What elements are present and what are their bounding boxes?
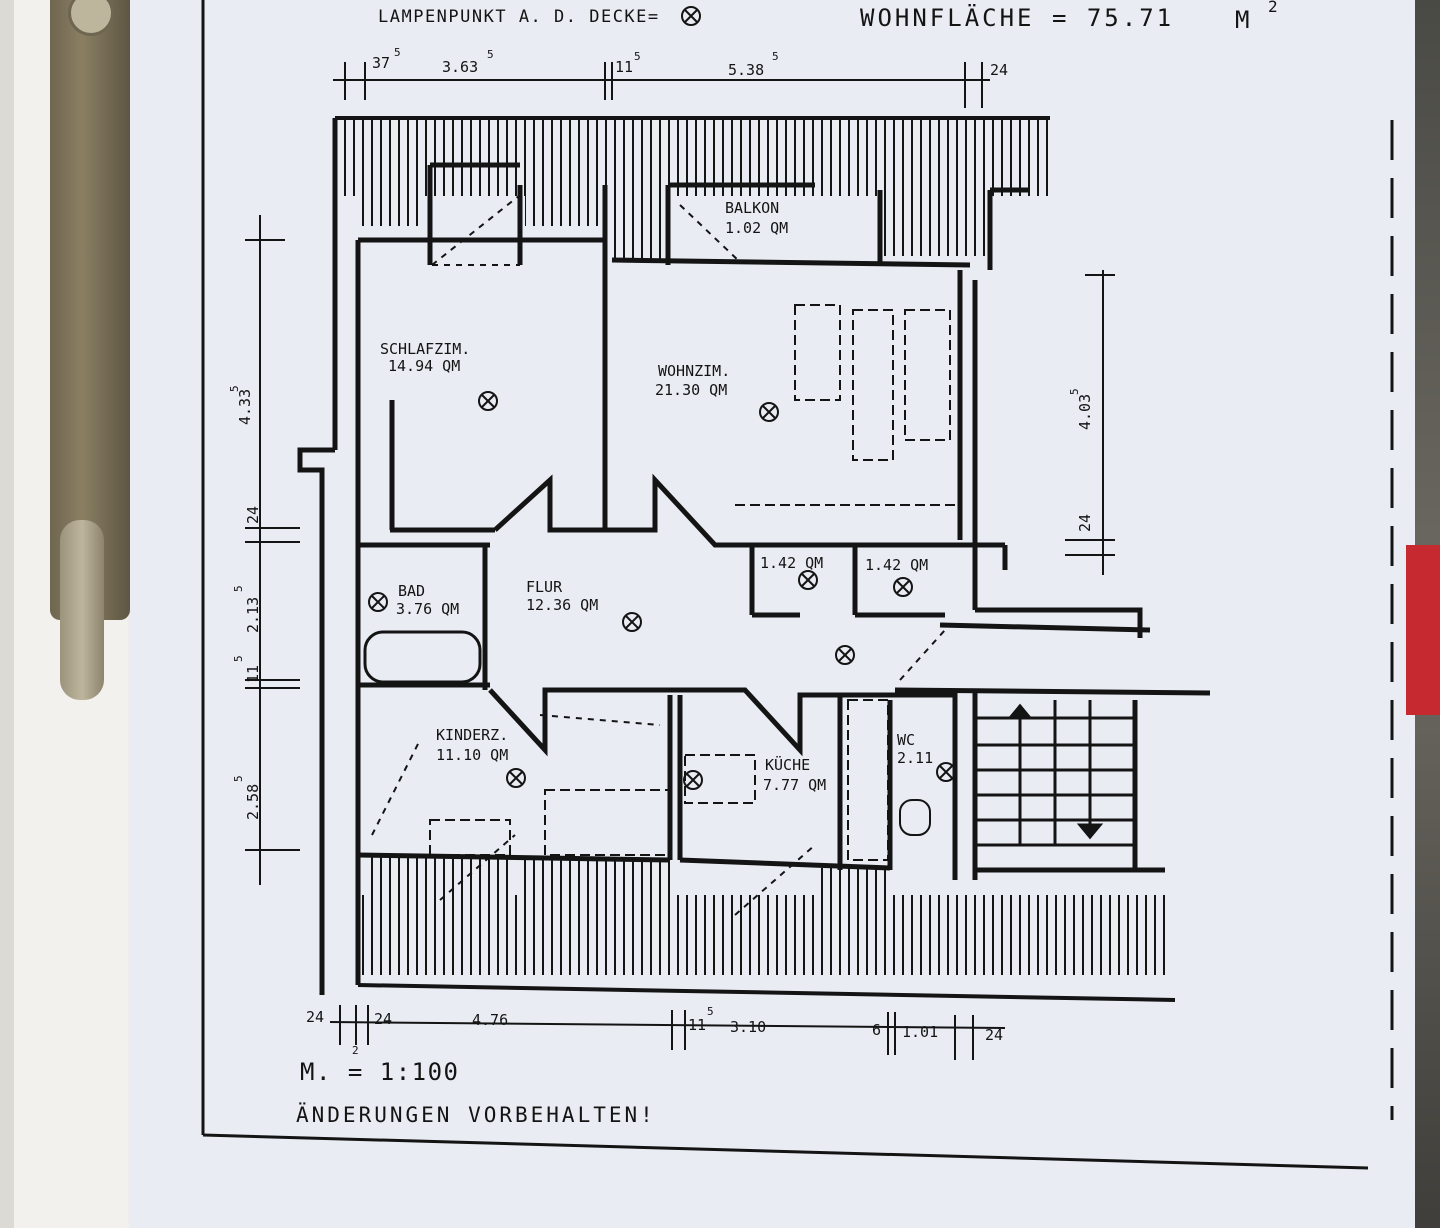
living-area-total: WOHNFLÄCHE = 75.71	[860, 3, 1174, 32]
room-area-wc: 2.11	[897, 749, 933, 767]
dim-text: 4.03	[1076, 394, 1094, 430]
room-area-bad: 3.76 QM	[396, 600, 459, 618]
red-index-tab	[1406, 545, 1440, 715]
dim-text: 5.38	[728, 61, 764, 79]
room-name-flur: FLUR	[526, 578, 563, 596]
dim-text: 2.58	[244, 784, 262, 820]
dim-text: 24	[306, 1008, 324, 1026]
room-labels: SCHLAFZIM. 14.94 QM WOHNZIM. 21.30 QM BA…	[380, 199, 933, 794]
room-name-bad: BAD	[398, 582, 425, 600]
dim-text: 37	[372, 54, 390, 72]
bottom-exterior-band	[357, 855, 1176, 1002]
room-area-balkon: 1.02 QM	[725, 219, 788, 237]
dim-text: 1.01	[902, 1023, 938, 1041]
dim-text: 5	[232, 655, 245, 662]
folder-edge	[0, 0, 14, 1228]
dim-text: 4.76	[472, 1011, 508, 1029]
lamp-icon	[368, 592, 388, 612]
lamp-icon	[798, 570, 818, 590]
right-dimensions: 4.03 5 24	[1068, 388, 1094, 532]
room-area-kinderzimmer: 11.10 QM	[436, 746, 508, 764]
dim-text: 24	[985, 1026, 1003, 1044]
dim-text: 5	[232, 585, 245, 592]
room-name-schlafzimmer: SCHLAFZIM.	[380, 340, 470, 358]
door-swings	[371, 194, 946, 916]
room-area-kueche: 7.77 QM	[763, 776, 826, 794]
dim-text: 11	[615, 58, 633, 76]
dim-text: 4.33	[236, 389, 254, 425]
area-unit: M	[1235, 6, 1249, 34]
room-area-storage-1: 1.42 QM	[760, 554, 823, 572]
dim-text: 3.10	[730, 1018, 766, 1036]
lamp-icon	[936, 762, 956, 782]
staircase	[975, 700, 1135, 847]
dim-text: 5	[634, 50, 641, 63]
sheet-frame	[201, 0, 1394, 1170]
bottom-dimensions: 24 24 4.76 11 5 3.10 6 1.01 24 2	[306, 1005, 1003, 1057]
disclaimer-text: ÄNDERUNGEN VORBEHALTEN!	[296, 1102, 656, 1127]
room-name-kueche: KÜCHE	[765, 755, 810, 774]
binder-ring	[68, 0, 114, 36]
lamp-icon	[506, 768, 526, 788]
binder-rail	[50, 0, 130, 620]
dim-text: 5	[232, 775, 245, 782]
area-unit-exponent: 2	[1268, 0, 1278, 16]
dim-text: 24	[990, 61, 1008, 79]
lamp-icon	[759, 402, 779, 422]
room-area-flur: 12.36 QM	[526, 596, 598, 614]
dim-text: 5	[228, 385, 241, 392]
dim-text: 24	[1076, 514, 1094, 532]
room-name-kinderzimmer: KINDERZ.	[436, 726, 508, 744]
room-name-wc: WC	[897, 731, 915, 749]
room-area-wohnzimmer: 21.30 QM	[655, 381, 727, 399]
top-exterior-band	[335, 116, 1050, 261]
dim-text: 5	[772, 50, 779, 63]
room-name-wohnzimmer: WOHNZIM.	[658, 362, 730, 380]
binder-clip	[60, 520, 104, 700]
legend-lamp-icon	[681, 6, 701, 26]
walls	[297, 118, 1211, 995]
lamp-icon	[893, 577, 913, 597]
dim-text: 2	[352, 1044, 359, 1057]
living-room-furniture	[363, 304, 955, 861]
room-area-storage-2: 1.42 QM	[865, 556, 928, 574]
top-dimensions: 37 5 3.63 5 11 5 5.38 5 24	[372, 46, 1008, 79]
lamp-icon	[683, 770, 703, 790]
dimension-lines	[245, 62, 1115, 1060]
dim-text: 5	[487, 48, 494, 61]
lamp-legend-text: LAMPENPUNKT A. D. DECKE=	[378, 7, 660, 27]
dim-text: 11	[244, 665, 262, 683]
dim-text: 3.63	[442, 58, 478, 76]
dim-text: 2.13	[244, 597, 262, 633]
dim-text: 6	[872, 1021, 881, 1039]
room-area-schlafzimmer: 14.94 QM	[388, 357, 460, 375]
left-dimensions: 4.33 5 24 2.13 5 11 5 2.58 5	[228, 385, 262, 820]
dim-text: 5	[1068, 388, 1081, 395]
scale-text: M. = 1:100	[300, 1058, 460, 1086]
room-name-balkon: BALKON	[725, 199, 779, 217]
dim-text: 24	[374, 1010, 392, 1028]
lamp-icon	[835, 645, 855, 665]
dim-text: 24	[244, 506, 262, 524]
dim-text: 11	[688, 1016, 706, 1034]
lamp-icon	[622, 612, 642, 632]
lamp-icon	[478, 391, 498, 411]
dim-text: 5	[394, 46, 401, 59]
dim-text: 5	[707, 1005, 714, 1018]
